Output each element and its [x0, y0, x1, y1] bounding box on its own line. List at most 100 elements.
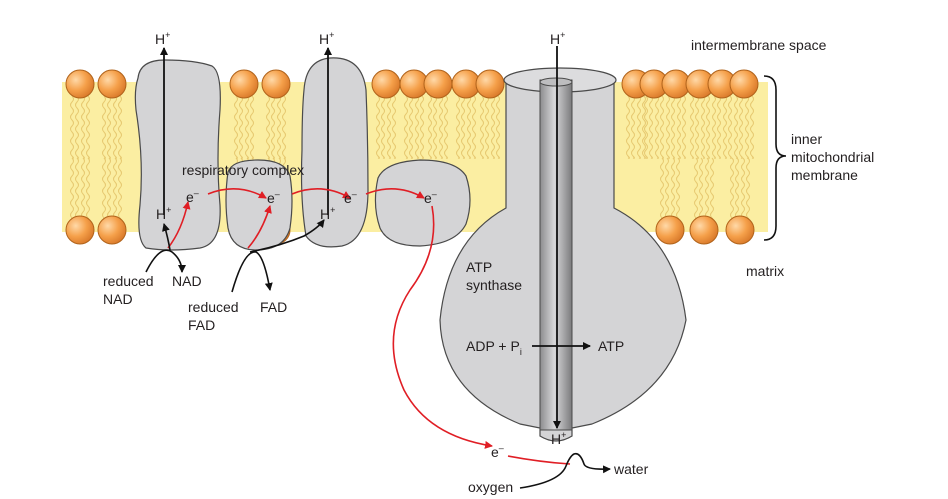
lipid-tail	[705, 157, 709, 223]
electron-path-4	[291, 188, 351, 199]
lipid-tail	[86, 157, 90, 223]
lipid-tail	[70, 95, 74, 159]
h-label-5: H+	[550, 30, 565, 47]
lipid-tail	[690, 95, 694, 159]
lipid-head	[261, 69, 291, 99]
electron-path-7	[507, 455, 571, 465]
lipid-tail	[660, 157, 664, 223]
lipid-tail	[102, 95, 106, 159]
lipid-tail	[712, 95, 716, 159]
membrane-brace	[763, 75, 787, 241]
lipid-tail	[102, 157, 106, 223]
water-label: water	[613, 461, 649, 477]
lipid-head	[689, 215, 719, 245]
complex-1	[134, 59, 221, 251]
lipid-tail	[485, 95, 489, 159]
electron-path-2	[207, 188, 267, 199]
reduced-fad-label-1: reduced	[188, 299, 239, 315]
lipid-tail	[741, 157, 745, 223]
lipid-tail	[710, 157, 714, 223]
intermembrane-label: intermembrane space	[691, 37, 827, 53]
reduced-fad-label-2: FAD	[188, 317, 215, 333]
lipid-tail	[655, 95, 659, 159]
respiratory-complex-label: respiratory complex	[182, 162, 304, 178]
h-label-1: H+	[155, 30, 170, 47]
lipid-tail	[404, 95, 408, 159]
lipid-tail	[746, 157, 750, 223]
lipid-tail	[86, 95, 90, 159]
lipid-tail	[433, 95, 437, 159]
lipid-tail	[439, 95, 443, 159]
lipid-tail	[695, 95, 699, 159]
lipid-tail	[671, 157, 675, 223]
lipid-tail	[706, 95, 710, 159]
lipid-head	[65, 215, 95, 245]
lipid-head	[97, 69, 127, 99]
lipid-head	[423, 69, 453, 99]
electron-label-5: e–	[491, 443, 504, 460]
lipid-tail	[644, 95, 648, 159]
electron-label-4: e–	[424, 189, 437, 206]
lipid-tail	[735, 157, 739, 223]
lipid-tail	[107, 157, 111, 223]
lipid-tail	[699, 157, 703, 223]
lipid-tail	[730, 157, 734, 223]
lipid-tail	[491, 95, 495, 159]
h-label-4: H+	[320, 205, 335, 222]
lipid-head	[65, 69, 95, 99]
lipid-tail	[734, 95, 738, 159]
lipid-tail	[467, 95, 471, 159]
lipid-head	[97, 215, 127, 245]
lipid-head	[725, 215, 755, 245]
lipid-tail	[717, 95, 721, 159]
lipid-tail	[677, 95, 681, 159]
lipid-tail	[245, 95, 249, 159]
lipid-tail	[415, 95, 419, 159]
lipid-tail	[376, 95, 380, 159]
lipid-tail	[387, 95, 391, 159]
atp-synthase-shaft-top	[539, 77, 573, 87]
lipid-tail	[428, 95, 432, 159]
lipid-tail	[409, 95, 413, 159]
water-curve	[519, 452, 611, 489]
lipid-tail	[456, 95, 460, 159]
reduced-nad-label-1: reduced	[103, 273, 154, 289]
lipid-head	[729, 69, 759, 99]
electron-label-1: e–	[186, 188, 199, 205]
lipid-tail	[660, 95, 664, 159]
h-label-3: H+	[319, 30, 334, 47]
inner-membrane-label-1: inner	[791, 131, 822, 147]
lipid-head	[371, 69, 401, 99]
lipid-tail	[107, 95, 111, 159]
electron-path-3	[247, 205, 272, 249]
lipid-tail	[75, 95, 79, 159]
adp-pi-label: ADP + Pi	[466, 338, 522, 357]
lipid-tail	[118, 157, 122, 223]
lipid-tail	[480, 95, 484, 159]
complex-3	[300, 57, 369, 248]
lipid-tail	[631, 95, 635, 159]
h-label-6: H+	[551, 430, 566, 447]
lipid-tail	[739, 95, 743, 159]
nad-h-arrow	[162, 223, 171, 251]
lipid-tail	[682, 95, 686, 159]
fad-curve	[231, 251, 273, 293]
lipid-tail	[234, 95, 238, 159]
atp-synthase-shaft	[539, 79, 573, 431]
inner-membrane-label-2: mitochondrial	[791, 149, 874, 165]
lipid-tail	[745, 95, 749, 159]
nad-label: NAD	[172, 273, 202, 289]
reduced-nad-label-2: NAD	[103, 291, 133, 307]
inner-membrane-label-3: membrane	[791, 167, 858, 183]
complex-2	[225, 159, 293, 251]
electron-path-6	[392, 205, 493, 449]
oxygen-label: oxygen	[468, 479, 513, 495]
lipid-tail	[81, 157, 85, 223]
lipid-tail	[282, 95, 286, 159]
lipid-tail	[277, 95, 281, 159]
lipid-head	[655, 215, 685, 245]
lipid-tail	[649, 95, 653, 159]
lipid-tail	[239, 95, 243, 159]
